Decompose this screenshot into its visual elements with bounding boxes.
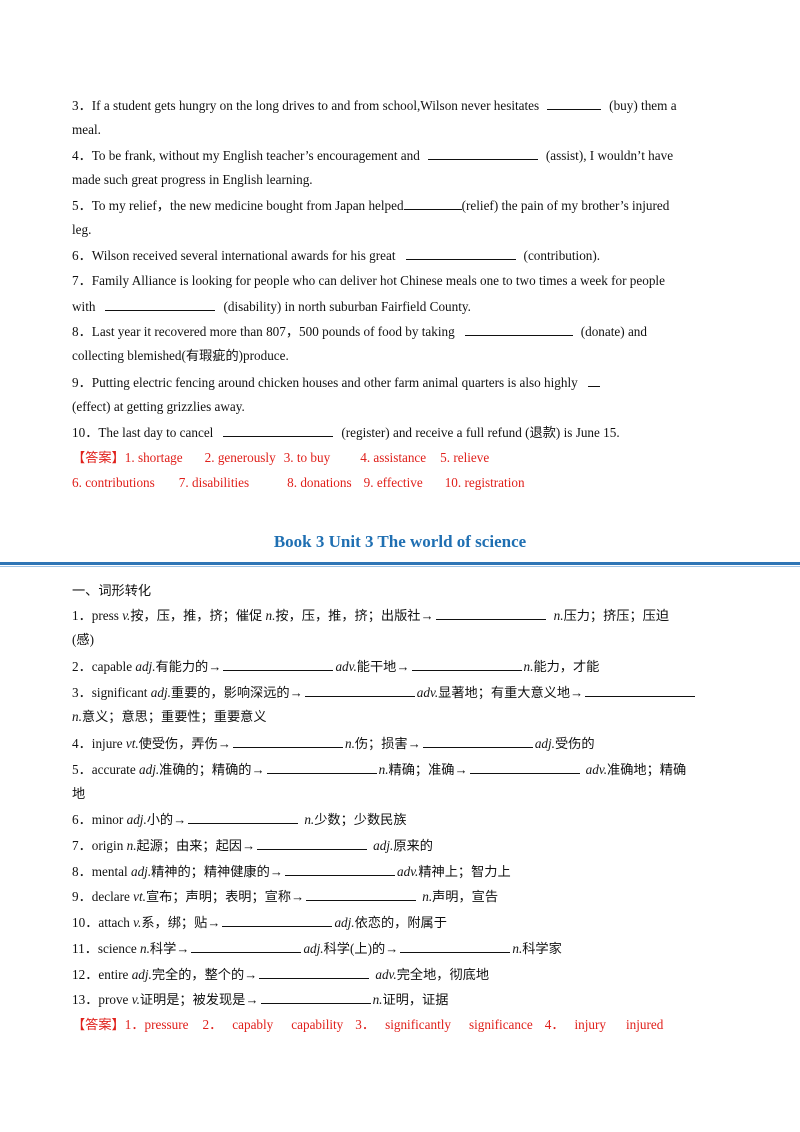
answer-blank[interactable] — [188, 810, 299, 824]
word-3: 3．significant adj.重要的，影响深远的→adv.显著地；有重大意… — [72, 683, 697, 702]
word-13: 13．prove v.证明是；被发现是→n.证明，证据 — [72, 990, 449, 1007]
word-5: 5．accurate adj.准确的；精确的→n.精确；准确→adv.准确地；精… — [72, 760, 687, 777]
answer-blank[interactable] — [403, 196, 462, 210]
question-4-cont: made such great progress in English lear… — [72, 172, 313, 187]
answer-blank[interactable] — [259, 965, 370, 979]
word-9: 9．declare vt.宣布；声明；表明；宣称→n.声明，宣告 — [72, 887, 499, 904]
word-3-cont: n.意义；意思；重要性；重要意义 — [72, 709, 267, 724]
answer-blank[interactable] — [260, 990, 371, 1004]
part2-heading: 一、词形转化 — [72, 583, 152, 598]
word-7: 7．origin n.起源；由来；起因→adj.原来的 — [72, 836, 433, 853]
question-7: 7．Family Alliance is looking for people … — [72, 273, 665, 288]
answer-blank[interactable] — [266, 760, 377, 774]
word-1-cont: (感) — [72, 632, 94, 647]
answer-blank[interactable] — [435, 606, 546, 620]
question-9-cont: (effect) at getting grizzlies away. — [72, 399, 245, 414]
question-4: 4．To be frank, without my English teache… — [72, 146, 674, 163]
answer-blank[interactable] — [223, 657, 334, 671]
answer-blank[interactable] — [422, 734, 533, 748]
answer-blank[interactable] — [427, 146, 538, 160]
question-6: 6．Wilson received several international … — [72, 246, 601, 263]
question-3-cont: meal. — [72, 122, 101, 137]
answer-blank[interactable] — [464, 322, 573, 336]
title-divider-thin — [0, 566, 800, 567]
question-9: 9．Putting electric fencing around chicke… — [72, 373, 602, 392]
answer-blank[interactable] — [257, 836, 368, 850]
answer-blank[interactable] — [232, 734, 343, 748]
word-11: 11．science n.科学→adj.科学(上)的→n.科学家 — [72, 939, 562, 956]
answer-blank[interactable] — [223, 423, 334, 437]
word-6: 6．minor adj.小的→n.少数；少数民族 — [72, 810, 407, 827]
question-8: 8．Last year it recovered more than 807，5… — [72, 322, 647, 339]
word-1: 1．press v.按，压，推，挤；催促 n.按，压，推，挤；出版社→n.压力；… — [72, 606, 670, 623]
answer-blank[interactable] — [587, 373, 600, 387]
answer-blank[interactable] — [285, 862, 395, 876]
answer-blank[interactable] — [222, 913, 333, 927]
word-12: 12．entire adj.完全的，整个的→adv.完全地，彻底地 — [72, 965, 490, 982]
question-8-cont: collecting blemished(有瑕疵的)produce. — [72, 348, 289, 363]
title-divider — [0, 562, 800, 565]
word-5-cont: 地 — [72, 786, 86, 801]
answer-blank[interactable] — [400, 939, 511, 953]
answer-blank[interactable] — [469, 760, 580, 774]
answer-blank[interactable] — [405, 246, 516, 260]
answer-blank[interactable] — [547, 96, 602, 110]
word-10: 10．attach v.系，绑；贴→adj.依恋的，附属于 — [72, 913, 447, 930]
question-10: 10．The last day to cancel(register) and … — [72, 423, 620, 440]
question-7-cont: with(disability) in north suburban Fairf… — [72, 297, 471, 314]
question-5-cont: leg. — [72, 222, 92, 237]
answer-blank[interactable] — [306, 887, 417, 901]
answer-blank[interactable] — [191, 939, 302, 953]
answer-blank[interactable] — [304, 683, 415, 697]
question-3: 3．If a student gets hungry on the long d… — [72, 96, 677, 113]
word-2: 2．capable adj.有能力的→adv.能干地→n.能力，才能 — [72, 657, 600, 674]
section-title: Book 3 Unit 3 The world of science — [273, 532, 527, 551]
word-4: 4．injure vt.使受伤，弄伤→n.伤；损害→adj.受伤的 — [72, 734, 595, 751]
question-5: 5．To my relief，the new medicine bought f… — [72, 196, 670, 213]
answer-blank[interactable] — [585, 683, 696, 697]
answer-blank[interactable] — [411, 657, 522, 671]
answer-blank[interactable] — [105, 297, 216, 311]
word-8: 8．mental adj.精神的；精神健康的→adv.精神上；智力上 — [72, 862, 511, 879]
